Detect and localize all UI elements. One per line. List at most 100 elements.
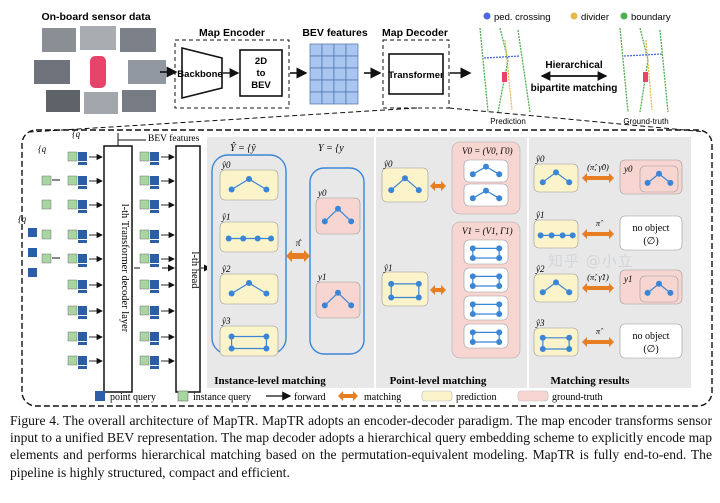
element-node <box>469 195 476 202</box>
prediction-map-label: Prediction <box>490 117 526 126</box>
point-query-cell <box>78 366 87 369</box>
point-match-arrow <box>430 181 446 191</box>
element-node <box>469 171 476 178</box>
element-card <box>533 327 579 357</box>
point-query-cell <box>150 280 159 289</box>
element-node <box>321 218 328 225</box>
instance-query-cell <box>67 199 78 210</box>
v0-label: V0 = (V0, Γ0) <box>462 146 513 156</box>
architecture-figure: On-board sensor data Map Encoder Backbon… <box>18 11 713 407</box>
point-query-cell <box>150 186 159 189</box>
q-hie-label: {q <box>72 129 81 139</box>
legend-ground-truth: ground-truth <box>552 392 603 403</box>
head-box <box>175 145 201 393</box>
bev-label: BEV <box>251 80 271 91</box>
point-query-cell <box>150 240 159 243</box>
element-node <box>539 334 546 341</box>
legend-matching-arrow <box>338 391 358 401</box>
element-node <box>263 186 270 193</box>
query-connector <box>52 179 60 259</box>
instance-query-cell <box>67 175 78 186</box>
point-query-cell <box>150 230 159 239</box>
element-node <box>539 289 546 296</box>
element-node <box>496 339 503 345</box>
instance-query-cell <box>41 199 52 210</box>
point-query-cell <box>78 162 87 165</box>
point-match-arrow <box>430 285 446 295</box>
element-node <box>263 345 270 352</box>
element-node <box>348 218 355 225</box>
element-node <box>228 186 235 193</box>
instance-query-cell <box>139 355 150 366</box>
element-card <box>463 323 509 349</box>
element-node <box>566 179 573 186</box>
gt-label: y0 <box>317 188 327 198</box>
element-node <box>483 163 489 170</box>
legend: point query instance query forward match… <box>95 390 603 403</box>
figure-caption: Figure 4. The overall architecture of Ma… <box>10 412 712 481</box>
point-query-cell <box>78 200 87 209</box>
bev-features-label-bottom: BEV features <box>148 133 200 144</box>
element-card <box>463 159 509 183</box>
point-pred-label: ŷ1 <box>383 263 393 273</box>
element-node <box>240 235 247 242</box>
result-pred-label: ŷ2 <box>535 264 545 274</box>
element-node <box>566 346 573 352</box>
element-node <box>537 232 544 239</box>
pred-label: ŷ0 <box>221 160 231 170</box>
element-node <box>415 280 422 287</box>
point-query-cell <box>78 332 87 341</box>
v1-label: V1 = (V1, Γ1) <box>462 226 513 236</box>
element-node <box>254 235 261 242</box>
bev-cell <box>345 67 359 81</box>
bev-cell <box>333 43 347 57</box>
point-query-cell <box>78 280 87 289</box>
bev-cell <box>333 55 347 69</box>
legend-ped-crossing: ped. crossing <box>494 12 551 23</box>
element-card <box>533 273 579 303</box>
element-node <box>656 280 662 287</box>
instance-matching-label: Instance-level matching <box>214 375 326 387</box>
instance-query-cell <box>67 151 78 162</box>
instance-query-cell <box>67 305 78 316</box>
element-node <box>263 290 270 297</box>
element-node <box>228 333 235 340</box>
point-query-cell <box>78 210 87 213</box>
point-query-cell <box>28 228 37 237</box>
point-query-cell <box>28 248 37 257</box>
y-hat-set-label: Ŷ = {ŷ <box>230 142 256 154</box>
result-match-label: π̂ <box>596 326 604 336</box>
result-pred-label: ŷ1 <box>535 210 545 220</box>
point-query-cell <box>28 268 37 277</box>
instance-matching-arrow <box>286 250 310 262</box>
instance-query-cell <box>67 331 78 342</box>
element-node <box>496 283 503 289</box>
bev-features-cube <box>309 43 359 105</box>
element-node <box>388 294 395 301</box>
legend-gt-swatch <box>517 390 549 402</box>
element-card <box>381 271 429 307</box>
element-node <box>496 329 503 336</box>
element-node <box>559 232 566 239</box>
instance-query-cell <box>67 355 78 366</box>
point-query-cell <box>150 306 159 315</box>
element-node <box>566 334 573 341</box>
transformer-label: Transformer <box>388 70 444 81</box>
instance-query-cell <box>139 279 150 290</box>
instance-query-cell <box>139 253 150 264</box>
element-node <box>553 169 559 176</box>
element-card <box>315 281 361 319</box>
element-card <box>533 219 579 249</box>
bev-features-label: BEV features <box>302 27 368 39</box>
point-query-cell <box>150 200 159 209</box>
backbone-label: Backbone <box>177 69 222 80</box>
result-no-object: no object <box>633 223 670 234</box>
element-card <box>639 275 679 303</box>
element-node <box>469 273 476 280</box>
element-node <box>496 301 503 308</box>
point-matching-label: Point-level matching <box>390 375 487 387</box>
result-empty-set: (∅) <box>643 236 658 247</box>
bev-cell <box>309 55 323 69</box>
hier-match-line2: bipartite matching <box>531 83 618 94</box>
element-node <box>496 273 503 280</box>
